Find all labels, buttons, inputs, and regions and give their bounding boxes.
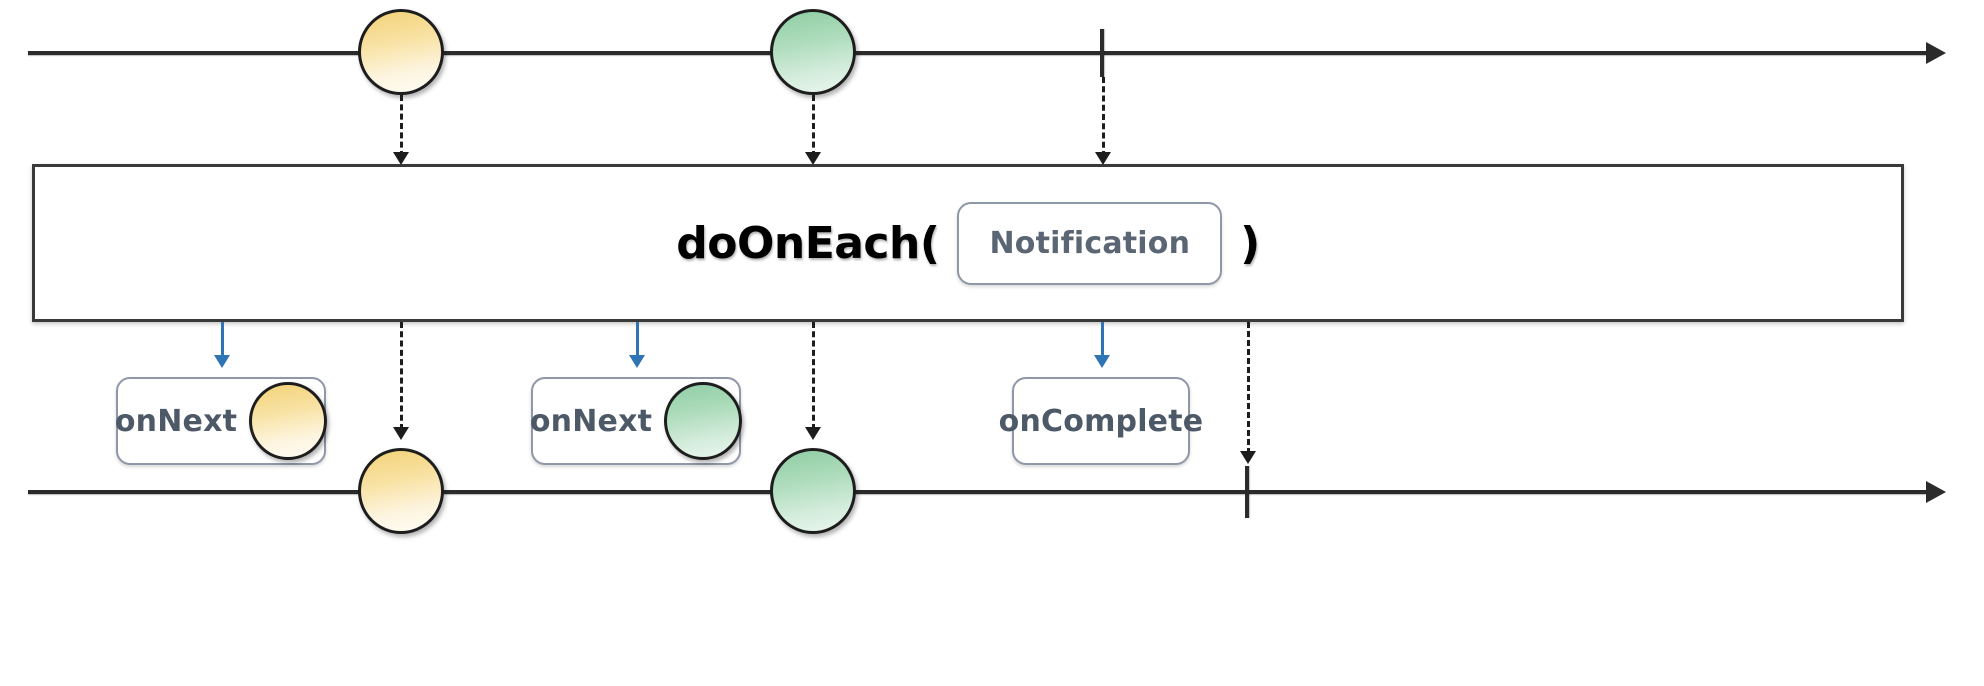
dashed-connector-green-in bbox=[812, 95, 815, 157]
output-timeline bbox=[28, 490, 1928, 494]
dashed-arrowhead-green-out bbox=[805, 427, 821, 440]
notification-chip[interactable]: Notification bbox=[957, 201, 1223, 285]
dashed-arrowhead-green-in bbox=[805, 152, 821, 165]
source-timeline bbox=[28, 51, 1928, 55]
operator-close-paren: ) bbox=[1240, 217, 1260, 269]
source-timeline-arrowhead bbox=[1926, 42, 1946, 64]
notification-label: Notification bbox=[989, 225, 1191, 261]
operator-name: doOnEach( bbox=[676, 217, 940, 269]
blue-connector-onnext-yellow bbox=[221, 322, 224, 360]
blue-arrowhead-oncomplete bbox=[1094, 355, 1110, 368]
operator-box: doOnEach( Notification ) bbox=[32, 164, 1904, 322]
dashed-connector-yellow-in bbox=[400, 95, 403, 157]
output-marble-green[interactable] bbox=[770, 448, 856, 534]
handler-pill-onnext-yellow[interactable]: onNext bbox=[114, 377, 328, 465]
blue-connector-oncomplete bbox=[1101, 322, 1104, 360]
handler-label-onnext-green: onNext bbox=[529, 403, 653, 439]
source-marble-yellow[interactable] bbox=[358, 9, 444, 95]
dashed-arrowhead-yellow-in bbox=[393, 152, 409, 165]
source-complete-tick bbox=[1100, 29, 1104, 77]
handler-marble-yellow bbox=[249, 382, 328, 460]
dashed-connector-yellow-out bbox=[400, 322, 403, 430]
handler-pill-onnext-green[interactable]: onNext bbox=[529, 377, 743, 465]
blue-connector-onnext-green bbox=[636, 322, 639, 360]
operator-label: doOnEach( Notification ) bbox=[676, 201, 1260, 285]
dashed-arrowhead-complete-in bbox=[1095, 152, 1111, 165]
handler-label-onnext-yellow: onNext bbox=[114, 403, 238, 439]
dashed-arrowhead-yellow-out bbox=[393, 427, 409, 440]
dashed-arrowhead-complete-out bbox=[1240, 451, 1256, 464]
handler-marble-green bbox=[664, 382, 743, 460]
dashed-connector-green-out bbox=[812, 322, 815, 430]
output-marble-yellow[interactable] bbox=[358, 448, 444, 534]
blue-arrowhead-onnext-green bbox=[629, 355, 645, 368]
handler-label-oncomplete: onComplete bbox=[998, 403, 1204, 439]
source-marble-green[interactable] bbox=[770, 9, 856, 95]
output-complete-tick bbox=[1245, 466, 1249, 518]
output-timeline-arrowhead bbox=[1926, 481, 1946, 503]
handler-pill-oncomplete[interactable]: onComplete bbox=[999, 377, 1203, 465]
blue-arrowhead-onnext-yellow bbox=[214, 355, 230, 368]
dashed-connector-complete-in bbox=[1102, 77, 1105, 157]
dashed-connector-complete-out bbox=[1247, 322, 1250, 454]
